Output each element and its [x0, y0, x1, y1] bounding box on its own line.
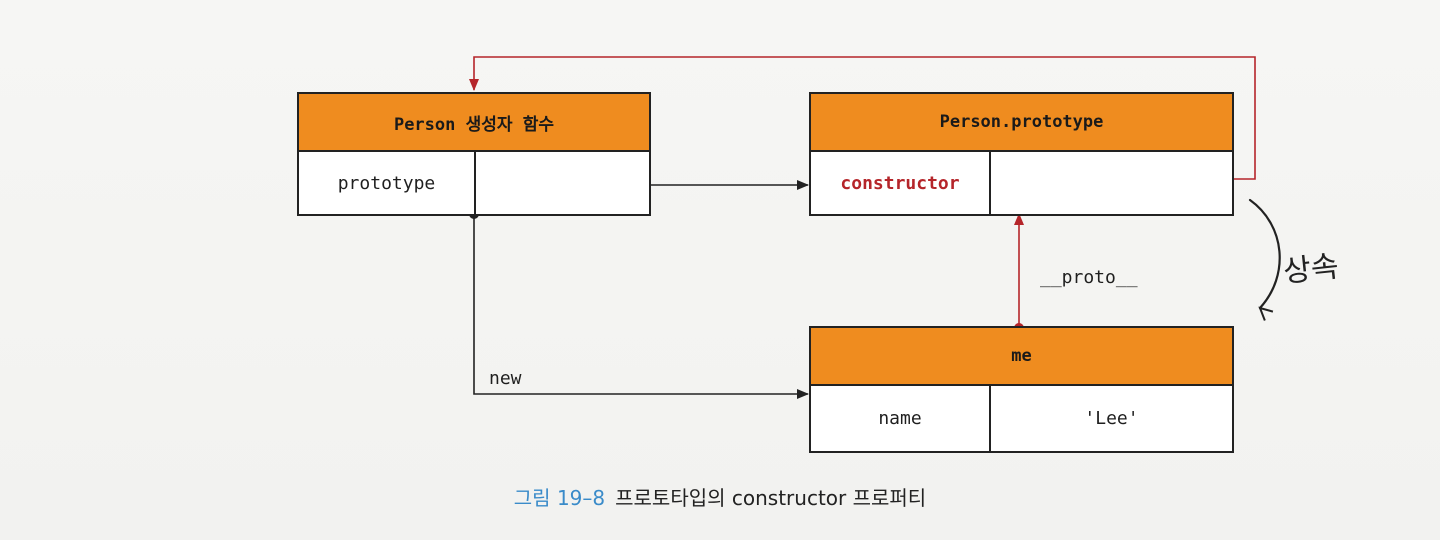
new-label: new [489, 368, 522, 389]
instance-row: name 'Lee' [811, 386, 1232, 451]
new-link-arrow [473, 214, 809, 399]
prototype-property-key: prototype [299, 152, 476, 214]
constructor-function-title: Person 생성자 함수 [299, 94, 649, 152]
instance-title: me [811, 328, 1232, 386]
figure-caption-text: 프로토타입의 constructor 프로퍼티 [615, 486, 927, 510]
proto-label: __proto__ [1040, 267, 1138, 288]
constructor-property-value [991, 152, 1232, 214]
prototype-object-row: constructor [811, 152, 1232, 214]
prototype-object-title: Person.prototype [811, 94, 1232, 152]
constructor-function-row: prototype [299, 152, 649, 214]
name-property-value: 'Lee' [1084, 408, 1139, 429]
figure-caption: 그림 19–8 프로토타입의 constructor 프로퍼티 [0, 482, 1440, 511]
name-property-key: name [811, 386, 991, 451]
constructor-function-box: Person 생성자 함수 prototype [297, 92, 651, 216]
prototype-property-value [476, 152, 649, 214]
figure-number: 그림 19–8 [513, 486, 606, 510]
instance-box: me name 'Lee' [809, 326, 1234, 453]
prototype-object-box: Person.prototype constructor [809, 92, 1234, 216]
constructor-property-key: constructor [811, 152, 991, 214]
inherit-label: 상속 [1281, 249, 1341, 290]
inherit-curve-arrow [1248, 198, 1281, 308]
